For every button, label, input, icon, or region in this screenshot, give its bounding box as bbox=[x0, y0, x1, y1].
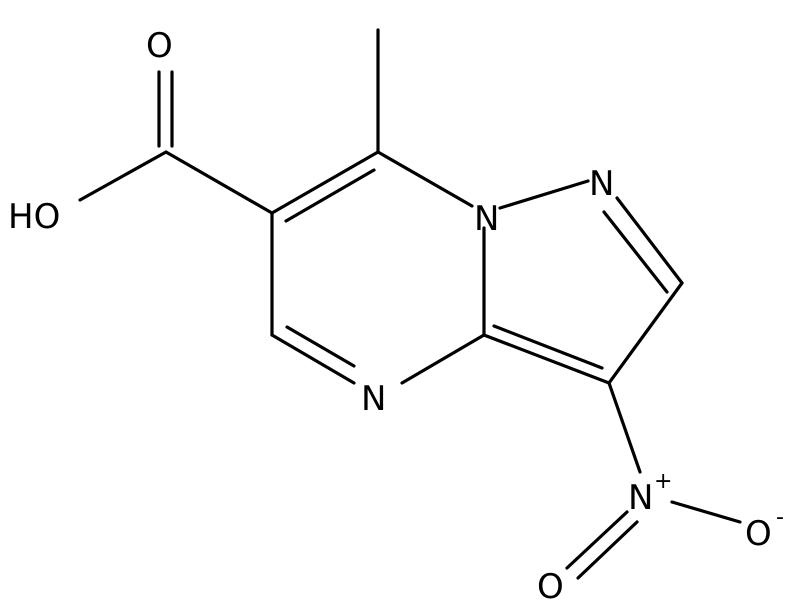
bond-nnitro-o-double-b bbox=[576, 520, 639, 580]
bond-c6-ccarboxyl bbox=[164, 150, 274, 215]
atom-label-o-nitro-single: O bbox=[745, 514, 772, 554]
atom-label-n-pyrazole: N bbox=[589, 164, 614, 204]
atom-label-o-nitro-double: O bbox=[537, 567, 564, 607]
bond-c5-n4-inner bbox=[285, 325, 356, 368]
atom-label-o-carbonyl: O bbox=[146, 26, 173, 66]
bond-c3prime-c3a-inner bbox=[492, 324, 604, 370]
atom-labels: HO O N N N N + O O - bbox=[8, 26, 784, 607]
bond-nnitro-o-single bbox=[670, 500, 742, 524]
atom-label-n-pyrimidine: N bbox=[361, 379, 386, 419]
bond-n2-c3-inner bbox=[602, 210, 669, 294]
charge-plus: + bbox=[654, 469, 672, 494]
bond-c-nnitro bbox=[607, 381, 642, 474]
bond-c7-n1 bbox=[376, 150, 474, 208]
bond-n2-c3 bbox=[615, 196, 684, 285]
bond-n4-c3a bbox=[400, 333, 486, 385]
atom-label-n-nitro: N bbox=[628, 478, 653, 518]
atom-label-n-bridge: N bbox=[474, 199, 499, 239]
bond-c5-n4 bbox=[270, 333, 356, 385]
charge-minus: - bbox=[776, 505, 784, 530]
atom-label-ho: HO bbox=[8, 197, 60, 237]
bond-n1-n2 bbox=[498, 179, 590, 210]
bond-c3prime-c3a bbox=[482, 333, 611, 385]
bond-c-oh bbox=[78, 150, 168, 202]
bonds bbox=[78, 28, 742, 580]
bond-nnitro-o-double-a bbox=[565, 510, 629, 570]
bond-c7-c6 bbox=[270, 150, 380, 215]
bond-c3-c3prime bbox=[607, 281, 684, 385]
bond-c7-c6-inner bbox=[284, 168, 376, 223]
